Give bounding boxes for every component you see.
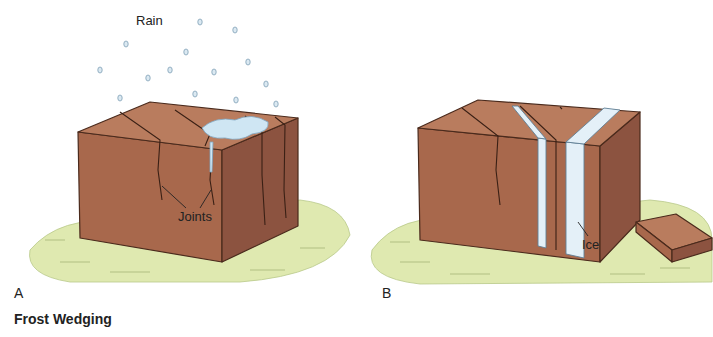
joints-b bbox=[462, 106, 562, 250]
panel-letter: B bbox=[382, 286, 391, 301]
rock-block-a bbox=[78, 102, 298, 262]
joints-label: Joints bbox=[178, 210, 212, 224]
ice-label: Ice bbox=[582, 238, 599, 252]
leader-lines bbox=[162, 186, 211, 208]
panel-letter: A bbox=[14, 286, 23, 301]
detached-slab bbox=[636, 214, 712, 262]
ice-wedge bbox=[512, 106, 620, 258]
rain-label: Rain bbox=[136, 14, 163, 28]
water-puddle bbox=[202, 116, 268, 172]
leader-lines bbox=[578, 222, 588, 236]
rain-drops bbox=[98, 19, 278, 107]
rock-block-b bbox=[418, 100, 640, 262]
figure-caption: Frost Wedging bbox=[14, 312, 112, 327]
joints-a bbox=[120, 110, 286, 225]
